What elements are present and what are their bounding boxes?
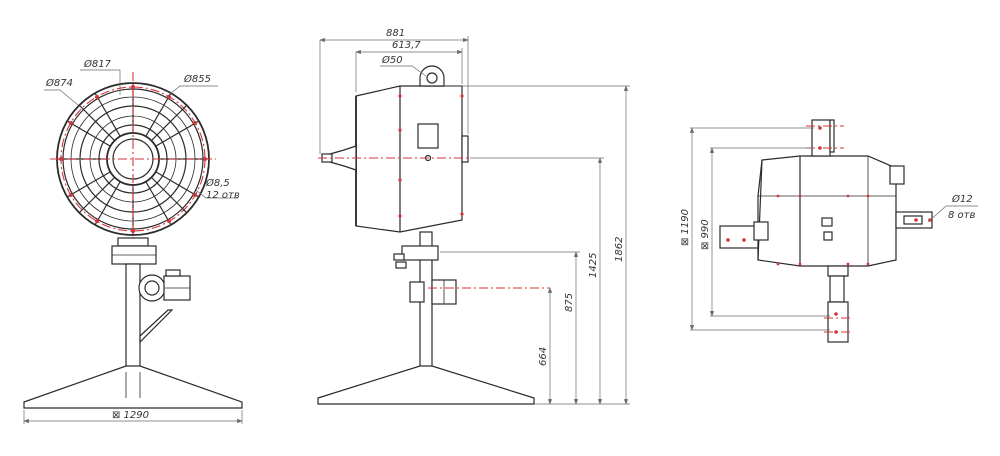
dim-hole-count: 8 отв [948, 210, 975, 221]
dim-hole-d: Ø12 [951, 193, 973, 205]
dim-outer: ⊠ 1190 [680, 209, 691, 246]
dim-overall-length: 881 [386, 28, 405, 39]
dim-h-total: 1862 [614, 237, 625, 262]
dim-hole-d: Ø8,5 [205, 177, 230, 189]
front-view: Ø874 Ø817 Ø855 Ø8,5 12 отв ⊠ 1290 [23, 58, 243, 424]
motor-mount [409, 281, 425, 303]
motor [138, 274, 166, 302]
dim-hole-count: 12 отв [206, 190, 240, 201]
dim-base-width: ⊠ 1290 [112, 410, 149, 421]
dim-d817: Ø817 [83, 58, 112, 70]
top-body [757, 155, 897, 267]
side-view: 881 613,7 Ø50 1862 1425 875 664 [317, 28, 630, 405]
base [317, 365, 535, 405]
dim-d874: Ø874 [45, 77, 73, 89]
dim-lug-d: Ø50 [381, 54, 403, 66]
left-tab [719, 225, 759, 249]
right-tab [895, 211, 933, 229]
housing [355, 85, 463, 233]
dim-d855: Ø855 [183, 73, 211, 85]
lifting-lug [419, 65, 445, 87]
dim-body-length: 613,7 [392, 40, 421, 51]
dim-h-lower: 664 [538, 347, 549, 366]
dim-inner: ⊠ 990 [700, 219, 711, 250]
base [23, 365, 243, 409]
top-bracket [811, 119, 831, 157]
dim-h-axis: 1425 [588, 253, 599, 278]
dim-h-motor: 875 [564, 293, 575, 312]
top-view: ⊠ 1190 ⊠ 990 Ø12 8 отв [680, 119, 978, 343]
bottom-tab [827, 301, 849, 343]
